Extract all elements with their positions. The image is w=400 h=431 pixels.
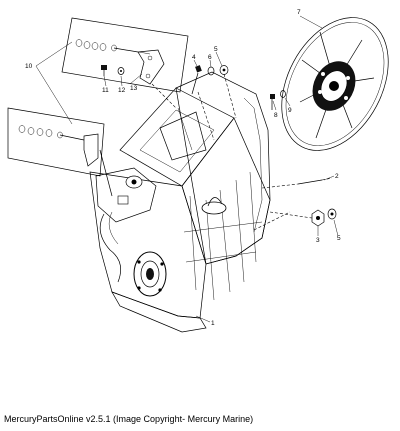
bolt-11 (101, 65, 107, 76)
leader-lines-10 (35, 41, 73, 125)
callout-6: 6 (208, 54, 212, 61)
callout-8: 8 (274, 112, 278, 119)
callout-1: 1 (211, 320, 215, 327)
callout-5-lower: 5 (337, 235, 341, 242)
washer-12 (117, 67, 125, 75)
callout-3: 3 (316, 237, 320, 244)
callout-11: 11 (102, 87, 109, 94)
callout-2: 2 (335, 173, 339, 180)
exploded-parts-diagram: 7 10 11 12 13 4 6 5 8 9 2 3 5 1 (7, 9, 389, 333)
bolt-4 (191, 65, 202, 95)
callout-5-upper: 5 (214, 46, 218, 53)
callout-13: 13 (130, 85, 138, 92)
callout-10: 10 (25, 63, 33, 70)
washer-5-upper (219, 65, 229, 75)
hardware-kit-panel-lower (7, 107, 105, 177)
callout-7: 7 (297, 9, 301, 16)
callout-labels: 7 10 11 12 13 4 6 5 8 9 2 3 5 1 (25, 9, 341, 327)
damper-plate-7 (281, 17, 389, 151)
callout-9: 9 (288, 107, 292, 114)
transmission-housing-1 (89, 71, 299, 333)
image-copyright-caption: MercuryPartsOnline v2.5.1 (Image Copyrig… (4, 414, 254, 424)
hardware-kit-panel-upper (61, 17, 189, 93)
callout-4: 4 (192, 54, 196, 61)
washer-6 (207, 66, 215, 76)
leader-lines (103, 15, 339, 323)
washer-5-lower (327, 208, 337, 220)
callout-12: 12 (118, 87, 126, 94)
bolt-8 (270, 94, 275, 110)
washer-9 (280, 90, 286, 98)
nut-3 (311, 209, 325, 227)
